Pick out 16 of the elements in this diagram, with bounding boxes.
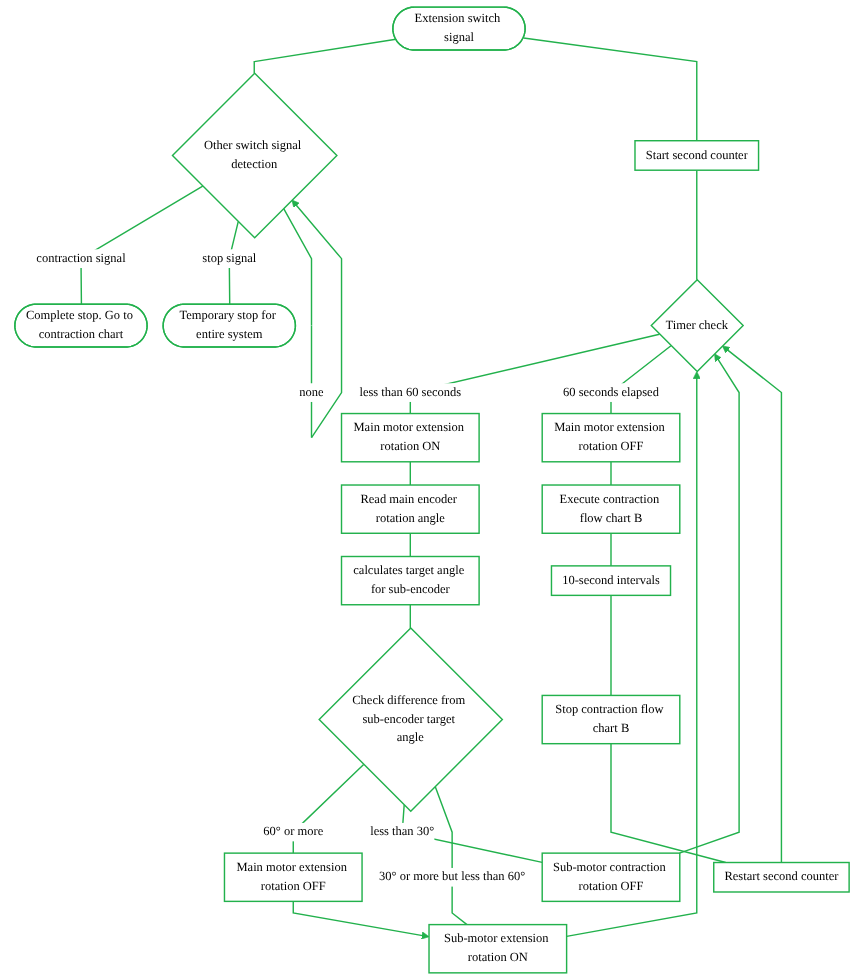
connector bbox=[409, 532, 412, 558]
arrow bbox=[565, 371, 701, 938]
connector bbox=[696, 169, 698, 281]
connector bbox=[610, 532, 612, 567]
arrow bbox=[292, 900, 430, 940]
arrow bbox=[678, 353, 740, 854]
connector bbox=[409, 461, 412, 486]
arrow bbox=[282, 199, 343, 439]
connector bbox=[253, 38, 397, 74]
connector bbox=[610, 461, 612, 486]
arrow bbox=[722, 345, 783, 864]
connector bbox=[522, 37, 698, 142]
connector bbox=[409, 604, 412, 629]
connector bbox=[610, 742, 727, 864]
connector bbox=[610, 594, 612, 697]
connector bbox=[409, 333, 661, 415]
